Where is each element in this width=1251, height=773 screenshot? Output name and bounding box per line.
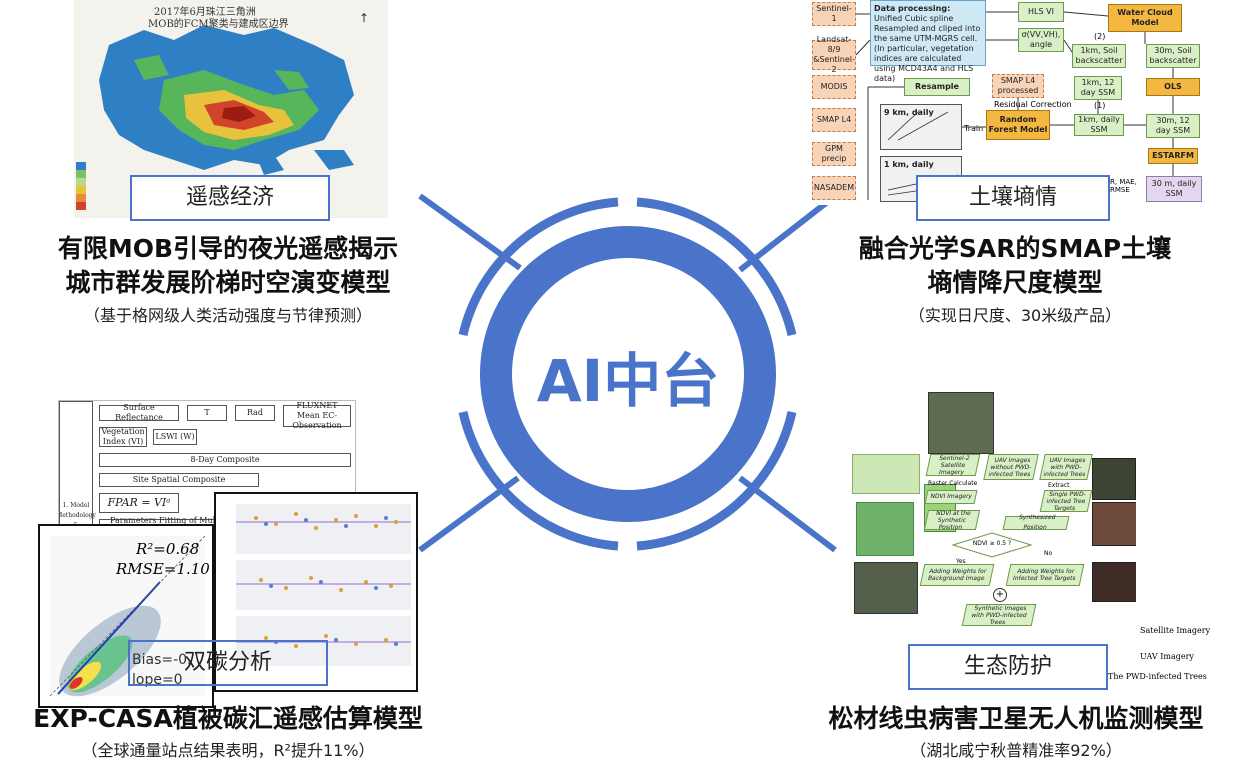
label-residual: Residual Correction (994, 100, 1072, 109)
subtitle-soil: （实现日尺度、30米级产品） (908, 306, 1122, 325)
pwd-ndvi: NDVI Imagery (924, 490, 978, 504)
title-soil-2: 墒情降尺度模型 (927, 268, 1103, 297)
pwd-decision-shape (952, 532, 1032, 558)
scatter-rmse: RMSE=1.10 (116, 560, 210, 578)
node-smap-processed: SMAP L4 processed (992, 74, 1044, 98)
uav-thumb-2 (1092, 458, 1136, 500)
uav-thumb-1 (928, 392, 994, 454)
dp-text: Unified Cubic spline Resampled and clipe… (874, 14, 981, 83)
node-wcm: Water Cloud Model (1108, 4, 1182, 32)
node-sigma: σ(VV,VH), angle (1018, 28, 1064, 52)
title-remote-econ-2: 城市群发展阶梯时空演变模型 (65, 268, 391, 297)
node-1km-12day: 1km, 12 day SSM (1074, 76, 1122, 100)
pwd-bg: Adding Weights for Background Image (919, 564, 995, 586)
carbon-lswi: LSWI (W) (153, 429, 197, 445)
pwd-uav1: UAV Images without PWD-infected Trees (983, 454, 1039, 480)
inner-ring (480, 226, 776, 522)
smap-flowchart: Sentinel-1 Landsat-8/9 &Sentinel-2 MODIS… (808, 0, 1204, 205)
pwd-inf: Adding Weights for Infected Tree Targets (1005, 564, 1085, 586)
pwd-no: No (1044, 550, 1053, 557)
carbon-fpar: FPAR = VIᵃ (99, 493, 179, 513)
title-remote-econ-1: 有限MOB引导的夜光遥感揭示 (57, 234, 399, 263)
sat-thumb-3 (854, 562, 918, 614)
weighted-thumb (1092, 562, 1136, 602)
pwd-flowchart: Sentinel-2 Satellite Imagery UAV Images … (852, 392, 1136, 636)
node-ols: OLS (1146, 78, 1200, 96)
pwd-single: Single PWD-infected Tree Targets (1039, 490, 1093, 512)
tag-soil: 土壤墒情 (916, 175, 1110, 221)
node-modis: MODIS (812, 75, 856, 99)
pwd-legend-2: UAV Imagery (1140, 652, 1194, 661)
carbon-t: T (187, 405, 227, 421)
node-30m-daily: 30 m, daily SSM (1146, 176, 1202, 202)
pwd-decision: NDVI ≥ 0.5 ? (972, 540, 1012, 547)
scatter-bias: Bias=-0. (132, 652, 192, 668)
ring-segment-top-left (458, 197, 619, 337)
carbon-scatter: R²=0.68 RMSE=1.10 (38, 524, 214, 708)
label-train: Train (964, 124, 984, 133)
node-1km-daily-ssm: 1km, daily SSM (1074, 114, 1124, 136)
carbon-fluxnet: FLUXNET Mean EC-Observation (283, 401, 351, 430)
pwd-uav2: UAV Images with PWD-infected Trees (1039, 454, 1093, 480)
scatter-r2: R²=0.68 (136, 540, 200, 558)
dp-title: Data processing: (874, 4, 951, 13)
label-metrics: R, MAE, RMSE (1110, 178, 1137, 194)
pwd-legend-3: The PWD-infected Trees (1108, 672, 1207, 681)
title-eco: 松材线虫病害卫星无人机监测模型 (828, 704, 1204, 733)
map-title-2: MOB的FCM聚类与建成区边界 (148, 19, 289, 30)
pwd-legend-1: Satellite Imagery (1140, 626, 1211, 635)
label-2: (2) (1094, 32, 1106, 41)
carbon-veg: Vegetation Index (VI) (99, 427, 147, 447)
node-30m-12day: 30m, 12 day SSM (1146, 114, 1200, 138)
title-carbon: EXP-CASA植被碳汇遥感估算模型 (33, 704, 423, 733)
node-hlsvi: HLS VI (1018, 2, 1064, 22)
sat-thumb-2 (856, 502, 914, 556)
node-1km-soil: 1km, Soil backscatter (1072, 44, 1126, 68)
carbon-composite: 8-Day Composite (99, 453, 351, 467)
node-gpm: GPM precip (812, 142, 856, 166)
tag-eco: 生态防护 (908, 644, 1108, 690)
node-smapl4: SMAP L4 (812, 108, 856, 132)
carbon-surface: Surface Reflectance (99, 403, 179, 422)
subtitle-eco: （湖北咸宁秋普精准率92%） (910, 741, 1122, 760)
svg-text:↑: ↑ (359, 11, 369, 25)
map-title-1: 2017年6月珠江三角洲 (154, 7, 256, 18)
tree-targets-thumb (1092, 502, 1136, 546)
node-sentinel1: Sentinel-1 (812, 2, 856, 26)
subtitle-remote-econ: （基于格网级人类活动强度与节律预测） (83, 306, 372, 325)
carbon-rad: Rad (235, 405, 275, 421)
subtitle-carbon: （全球通量站点结果表明，R²提升11%） (81, 741, 375, 760)
node-nasadem: NASADEM (812, 176, 856, 200)
pwd-out: Synthetic Images with PWD-infected Trees (961, 604, 1037, 626)
node-30m-soil: 30m, Soil backscatter (1146, 44, 1200, 68)
pwd-ndvi-syn: NDVI at the Synthetic Position (923, 510, 981, 531)
plus-icon: + (993, 588, 1007, 602)
node-estarfm: ESTARFM (1148, 148, 1198, 164)
hub-label: AI中台 (536, 347, 720, 415)
pwd-syn-pos: Synthesized Position (1002, 514, 1070, 531)
ring-segment-bottom-left (458, 411, 619, 551)
pwd-s2: Sentinel-2 Satellite Imagery (925, 454, 981, 476)
scatter-svg (49, 535, 206, 697)
node-data-processing: Data processing: Unified Cubic spline Re… (870, 0, 986, 83)
label-1: (1) (1094, 101, 1106, 110)
map-legend (76, 132, 126, 218)
node-resample: Resample (904, 78, 970, 96)
sat-thumb-1 (852, 454, 920, 494)
pwd-extract: Extract (1048, 482, 1070, 489)
tag-remote-econ: 遥感经济 (130, 175, 330, 221)
prd-map: ↑ (74, 0, 388, 218)
ring-segment-top-right (636, 197, 797, 337)
pwd-yes: Yes (956, 558, 966, 565)
pwd-raster: Raster Calculate (928, 480, 978, 487)
node-landsat: Landsat-8/9 &Sentinel-2 (812, 35, 856, 74)
title-soil-1: 融合光学SAR的SMAP土壤 (858, 234, 1172, 263)
ring-segment-bottom-right (636, 411, 797, 551)
carbon-site: Site Spatial Composite (99, 473, 259, 487)
tag-carbon: 双碳分析 (128, 640, 328, 686)
node-rf: Random Forest Model (986, 110, 1050, 140)
